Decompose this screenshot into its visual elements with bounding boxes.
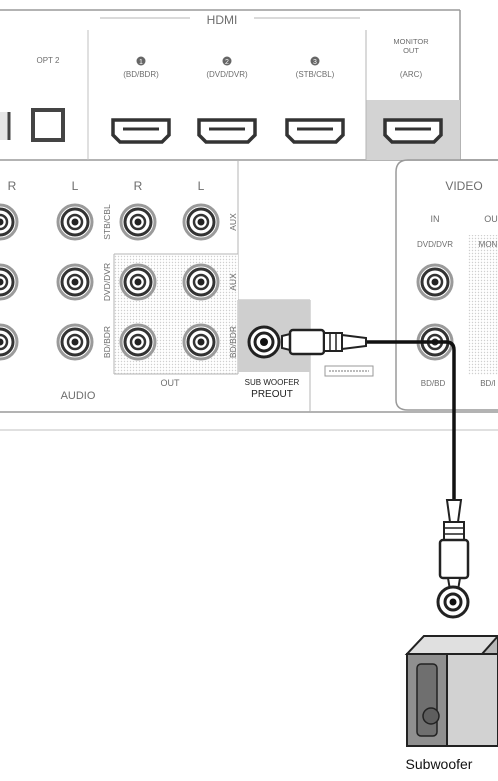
preout-line1: SUB WOOFER — [245, 378, 300, 387]
audio-jack-r3-c1 — [56, 323, 94, 361]
hdmi-socket-3 — [285, 118, 345, 144]
hdmi-socket-1 — [111, 118, 171, 144]
audio-row-label-stb: STB/CBL — [102, 204, 112, 240]
svg-text:3: 3 — [313, 59, 317, 66]
audio-jack-r1-c3 — [182, 203, 220, 241]
hdmi-port-2-label: 2 (DVD/DVR) — [206, 56, 248, 79]
audio-jack-r2-edge — [0, 263, 19, 301]
hdmi-socket-2 — [197, 118, 257, 144]
audio-jack-r3-edge — [0, 323, 19, 361]
svg-text:2: 2 — [225, 59, 229, 66]
audio-bd-label-3: BD/BDR — [228, 326, 238, 358]
video-in-top: DVD/DVR — [417, 240, 453, 249]
video-out-bottom: BD/I — [480, 379, 496, 388]
audio-aux-label-2: AUX — [228, 273, 238, 291]
audio-jack-r2-c3 — [182, 263, 220, 301]
audio-jack-r3-c3 — [182, 323, 220, 361]
svg-text:(BD/BDR): (BD/BDR) — [123, 70, 159, 79]
monitor-out-line1: MONITOR — [393, 37, 429, 46]
audio-panel: R L R L STB/CBL DVD/DVR BD/BDR AUX AUX B… — [0, 160, 498, 431]
video-in-bottom: BD/BD — [421, 379, 446, 388]
opt2-label: OPT 2 — [37, 56, 61, 65]
video-out-top: MON — [479, 240, 498, 249]
video-in-jack-1 — [416, 263, 454, 301]
hdmi-port-3-label: 3 (STB/CBL) — [296, 56, 335, 79]
audio-jack-r3-c2 — [119, 323, 157, 361]
audio-col-r-2: R — [134, 179, 143, 193]
subwoofer-cable — [281, 328, 470, 619]
svg-text:(DVD/DVR): (DVD/DVR) — [206, 70, 248, 79]
audio-jack-r1-edge — [0, 203, 19, 241]
monitor-out-line2: OUT — [403, 46, 419, 55]
hdmi-title: HDMI — [207, 13, 238, 27]
hdmi-panel: HDMI OPT 2 1 (BD/BDR) 2 (DVD/DVR) 3 (STB… — [0, 9, 498, 161]
monitor-out-line3: (ARC) — [400, 70, 423, 79]
audio-jack-r2-c2 — [119, 263, 157, 301]
hdmi-socket-4 — [383, 118, 443, 144]
audio-jack-r1-c2 — [119, 203, 157, 241]
video-out-label: OU — [484, 214, 498, 224]
audio-section-label: AUDIO — [61, 390, 96, 402]
video-in-label: IN — [431, 214, 440, 224]
subwoofer-preout: SUB WOOFER PREOUT — [238, 300, 374, 400]
audio-col-partial-r: R — [8, 179, 17, 193]
video-panel: VIDEO IN OU DVD/DVR MON BD/BD BD/I — [395, 159, 498, 411]
optical-port — [31, 108, 65, 142]
svg-text:1: 1 — [139, 59, 143, 66]
svg-text:(STB/CBL): (STB/CBL) — [296, 70, 335, 79]
hdmi-port-1-label: 1 (BD/BDR) — [123, 56, 159, 79]
audio-aux-label-1: AUX — [228, 213, 238, 231]
video-title: VIDEO — [445, 179, 482, 193]
audio-row-label-dvd: DVD/DVR — [102, 263, 112, 301]
preout-line2: PREOUT — [251, 389, 293, 400]
audio-col-l-1: L — [72, 179, 79, 193]
audio-col-l-2: L — [198, 179, 205, 193]
audio-row-label-bd: BD/BDR — [102, 326, 112, 358]
audio-out-label: OUT — [161, 378, 181, 388]
subwoofer-device — [404, 635, 498, 747]
audio-jack-r1-c1 — [56, 203, 94, 241]
subwoofer-port-icon — [422, 707, 440, 725]
subwoofer-caption: Subwoofer — [405, 756, 473, 772]
audio-jack-r2-c1 — [56, 263, 94, 301]
